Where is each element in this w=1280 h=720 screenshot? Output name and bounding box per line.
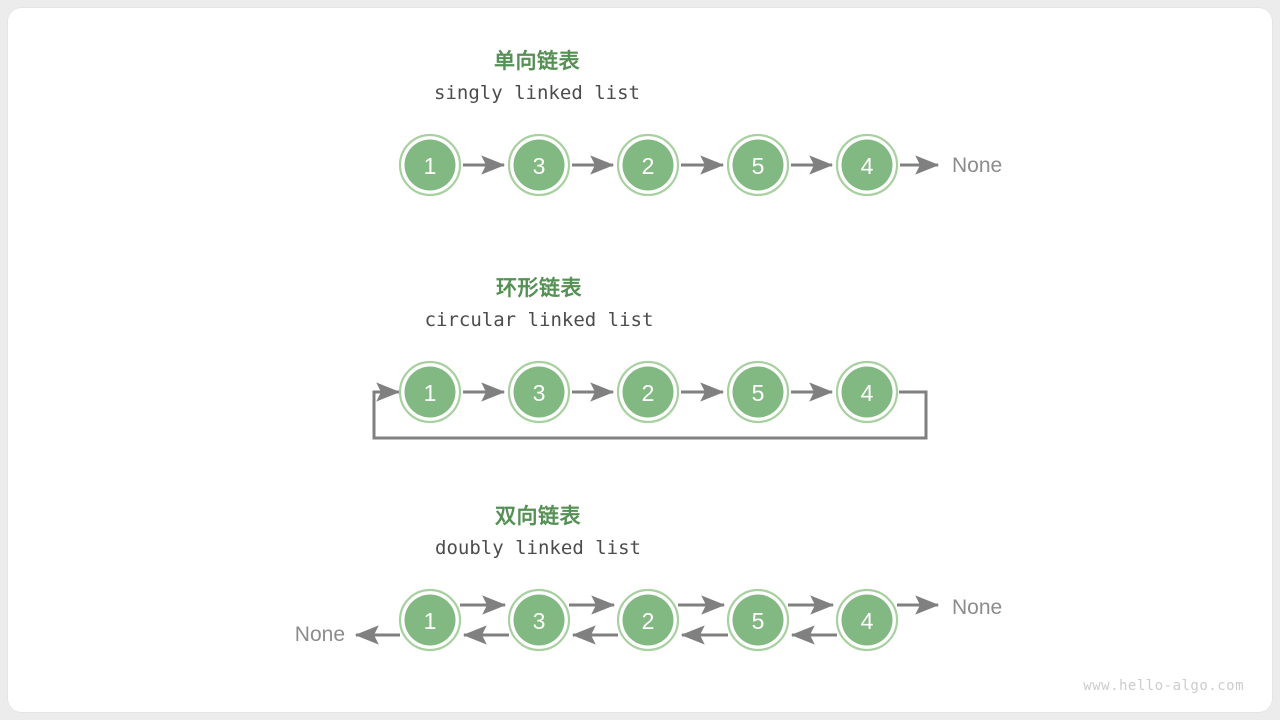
node-singly-4: 4 (835, 133, 899, 197)
doubly-list-arrows (354, 595, 940, 645)
circular-list-subtitle: circular linked list (424, 309, 654, 331)
node-label: 2 (642, 153, 655, 179)
circular-list-title: 环形链表 (496, 277, 582, 300)
node-label: 1 (424, 380, 437, 406)
doubly-list-subtitle: doubly linked list (435, 537, 641, 559)
node-label: 5 (752, 380, 765, 406)
doubly-tail-none-label: None (952, 596, 1003, 619)
node-circular-0: 1 (398, 360, 462, 424)
node-singly-3: 5 (726, 133, 790, 197)
node-label: 2 (642, 608, 655, 634)
doubly-list-nodes: 1 3 2 5 (398, 588, 899, 652)
node-label: 3 (533, 153, 546, 179)
site-watermark: www.hello-algo.com (1083, 678, 1244, 694)
node-label: 1 (424, 608, 437, 634)
node-circular-4: 4 (835, 360, 899, 424)
diagram-stage: 1 3 2 5 (8, 8, 1272, 712)
singly-list-subtitle: singly linked list (434, 82, 640, 104)
node-label: 5 (752, 153, 765, 179)
node-label: 4 (861, 380, 874, 406)
node-label: 5 (752, 608, 765, 634)
node-label: 1 (424, 153, 437, 179)
node-label: 4 (861, 608, 874, 634)
arrow-loop-back-to-head (372, 382, 928, 440)
doubly-list-title: 双向链表 (495, 505, 581, 528)
singly-list-nodes: 1 3 2 5 (398, 133, 899, 197)
node-label: 4 (861, 153, 874, 179)
circular-list-arrows (372, 382, 928, 440)
singly-tail-none-label: None (952, 154, 1003, 177)
node-label: 3 (533, 608, 546, 634)
node-singly-0: 1 (398, 133, 462, 197)
node-label: 2 (642, 380, 655, 406)
node-circular-1: 3 (507, 360, 571, 424)
node-doubly-2: 2 (616, 588, 680, 652)
diagram-card: 1 3 2 5 (8, 8, 1272, 712)
node-singly-1: 3 (507, 133, 571, 197)
node-doubly-4: 4 (835, 588, 899, 652)
node-circular-3: 5 (726, 360, 790, 424)
linked-list-diagram: 1 3 2 5 (354, 133, 940, 652)
node-doubly-0: 1 (398, 588, 462, 652)
singly-list-title: 单向链表 (494, 50, 580, 73)
node-singly-2: 2 (616, 133, 680, 197)
doubly-head-none-label: None (294, 623, 345, 646)
node-doubly-3: 5 (726, 588, 790, 652)
node-circular-2: 2 (616, 360, 680, 424)
node-label: 3 (533, 380, 546, 406)
circular-list-nodes: 1 3 2 5 (398, 360, 899, 424)
node-doubly-1: 3 (507, 588, 571, 652)
